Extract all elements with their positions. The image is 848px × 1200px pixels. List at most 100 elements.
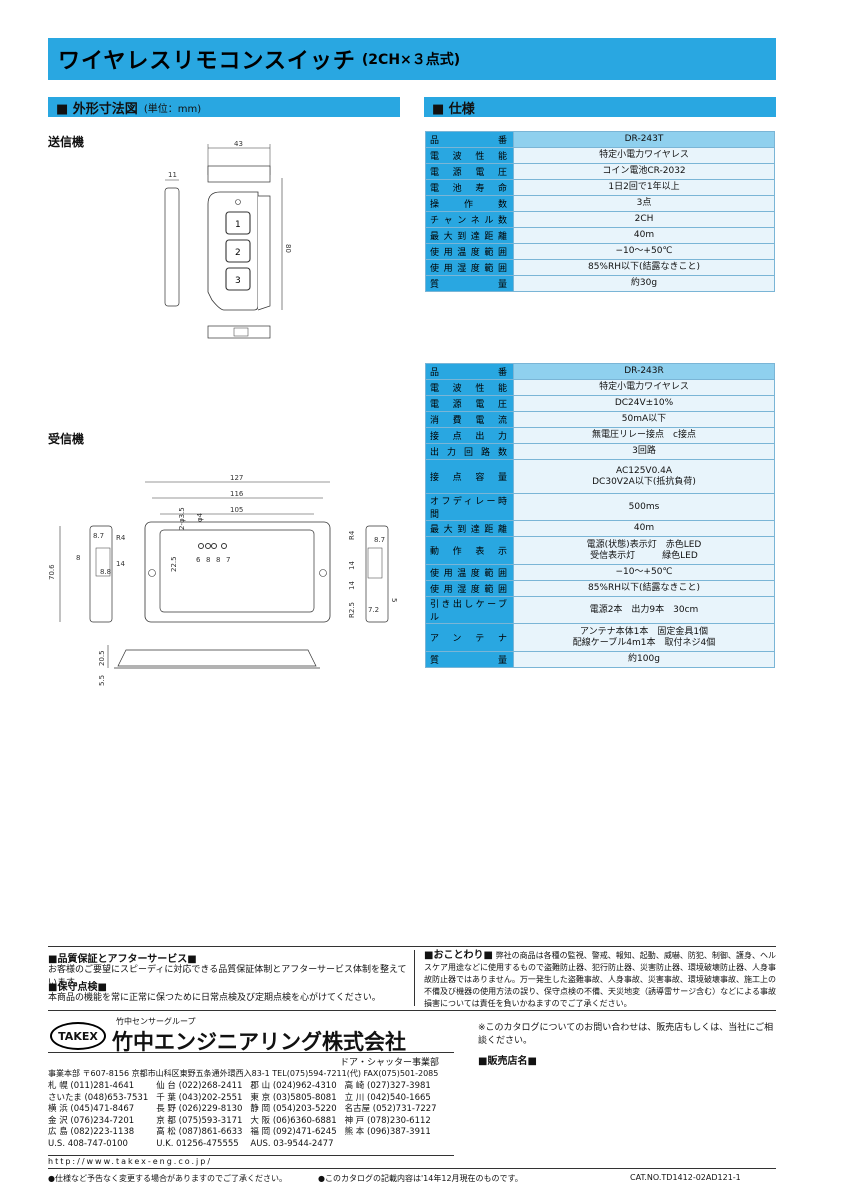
spec-key: 出力回路数 xyxy=(425,443,514,460)
contact-cell: 京 都 (075)593-3171 xyxy=(156,1115,243,1126)
spec-value: DC24V±10% xyxy=(513,395,775,412)
notice-title: ■おことわり■ xyxy=(424,950,493,961)
spec-value-line: 無電圧リレー接点 c接点 xyxy=(592,430,696,440)
spec-value: アンテナ本体1本 固定金具1個配線ケーブル4m1本 取付ネジ4個 xyxy=(513,623,775,652)
spec-key: 最大到達距離 xyxy=(425,520,514,537)
spec-value-line: 50mA以下 xyxy=(621,414,667,424)
svg-text:R4: R4 xyxy=(116,534,126,542)
spec-value-line: DR-243T xyxy=(624,134,664,144)
svg-text:8.8: 8.8 xyxy=(100,568,111,576)
svg-text:22.5: 22.5 xyxy=(170,556,178,572)
transmitter-label: 送信機 xyxy=(48,135,85,149)
contact-cell: 横 浜 (045)471-8467 xyxy=(48,1104,135,1114)
spec-key: 電源電圧 xyxy=(425,395,514,412)
spec-value-line: コイン電池CR-2032 xyxy=(602,166,686,176)
spec-value-line: 受信表示灯 緑色LED xyxy=(590,550,698,561)
spec-value-line: 85%RH以下(結露なきこと) xyxy=(587,262,701,272)
contact-cell xyxy=(345,1139,445,1151)
svg-text:8.7: 8.7 xyxy=(93,532,104,540)
spec-value-line: AC125V0.4A xyxy=(615,465,673,476)
spec-value: 特定小電力ワイヤレス xyxy=(513,147,775,164)
dim-width: 43 xyxy=(234,140,243,148)
spec-value-line: 40m xyxy=(633,230,655,240)
spec-value-line: 特定小電力ワイヤレス xyxy=(599,150,689,160)
hq-address: 事業本部 〒607-8156 京都市山科区東野五条通外環西入83-1 TEL(0… xyxy=(48,1069,439,1078)
notice-text: 弊社の商品は各種の監視、警戒、報知、起動、威嚇、防犯、制御、護身、ヘルスケア用途… xyxy=(424,951,777,1008)
spec-key: 最大到達距離 xyxy=(425,227,514,244)
spec-key: 品番 xyxy=(425,363,514,380)
contact-cell: さいたま (048)653-7531 xyxy=(48,1092,149,1103)
spec-key: 使用湿度範囲 xyxy=(425,580,514,597)
spec-title: ■ 仕様 xyxy=(432,101,475,117)
spec-key: 質量 xyxy=(425,275,514,292)
transmitter-drawing: 43 11 1 2 3 80 xyxy=(164,140,292,339)
spec-key: 電波性能 xyxy=(425,147,514,164)
maint-text: 本商品の機能を常に正常に保つために日常点検及び定期点検を心がけてください。 xyxy=(48,993,381,1003)
spec-key: 引き出しケーブル xyxy=(425,596,514,624)
svg-text:5.5: 5.5 xyxy=(98,675,106,686)
svg-text:R2.5: R2.5 xyxy=(348,602,356,618)
notice-block: ■おことわり■ 弊社の商品は各種の監視、警戒、報知、起動、威嚇、防犯、制御、護身… xyxy=(424,950,776,1010)
spec-value: 2CH xyxy=(513,211,775,228)
svg-text:6: 6 xyxy=(196,556,201,564)
spec-value: 500ms xyxy=(513,493,775,521)
takex-logo: TAKEX xyxy=(50,1022,106,1050)
spec-value: DR-243R xyxy=(513,363,775,380)
group-name: 竹中センサーグループ xyxy=(116,1017,196,1026)
svg-text:127: 127 xyxy=(230,474,243,482)
spec-key: 使用湿度範囲 xyxy=(425,259,514,276)
contact-cell: 高 松 (087)861-6633 xyxy=(156,1127,243,1137)
note-spec-change: ●仕様など予告なく変更する場合がありますのでご了承ください。 xyxy=(48,1174,287,1183)
page-subtitle: (2CH×３点式) xyxy=(361,52,461,68)
spec-value: 約100g xyxy=(513,651,775,668)
spec-row: 電源電圧コイン電池CR-2032 xyxy=(425,163,775,180)
svg-text:φ4: φ4 xyxy=(196,512,204,522)
spec-value-line: 約100g xyxy=(628,654,660,664)
spec-value-line: DC30V2A以下(抵抗負荷) xyxy=(592,476,696,487)
spec-row: 電波性能 特定小電力ワイヤレス xyxy=(425,147,775,164)
spec-row: 使用温度範囲−10〜+50℃ xyxy=(425,564,775,581)
spec-value-line: 配線ケーブル4m1本 取付ネジ4個 xyxy=(572,637,716,648)
spec-section-header: ■ 仕様 xyxy=(424,97,776,117)
spec-key: オフディレー時間 xyxy=(425,493,514,521)
contact-cell: 神 戸 (078)230-6112 xyxy=(344,1115,431,1126)
svg-text:105: 105 xyxy=(230,506,243,514)
spec-value-line: 電源2本 出力9本 30cm xyxy=(589,604,699,615)
spec-key: 接点容量 xyxy=(425,459,514,494)
contact-cell: 長 野 (026)229-8130 xyxy=(156,1104,243,1114)
spec-value: 無電圧リレー接点 c接点 xyxy=(513,427,775,444)
spec-key: 使用温度範囲 xyxy=(425,243,514,260)
svg-text:5: 5 xyxy=(390,598,398,602)
receiver-label: 受信機 xyxy=(48,432,85,446)
spec-row: 質量約30g xyxy=(425,275,775,292)
svg-text:8: 8 xyxy=(76,554,80,562)
dim-height: 80 xyxy=(284,244,292,253)
spec-value-line: DC24V±10% xyxy=(614,398,674,408)
website-link[interactable]: http://www.takex-eng.co.jp/ xyxy=(48,1157,213,1166)
quality-title: ■品質保証とアフターサービス■ xyxy=(48,953,197,965)
contact-cell: 熊 本 (096)387-3911 xyxy=(344,1127,431,1137)
spec-value: 50mA以下 xyxy=(513,411,775,428)
spec-row: 電波性能特定小電力ワイヤレス xyxy=(425,379,775,396)
dimensions-unit: (単位：mm) xyxy=(143,103,202,115)
contact-cell: 立 川 (042)540-1665 xyxy=(344,1092,431,1103)
spec-value: 85%RH以下(結露なきこと) xyxy=(513,580,775,597)
spec-key: 質量 xyxy=(425,651,514,668)
dimensions-section-header: ■ 外形寸法図 (単位：mm) xyxy=(48,97,400,117)
spec-value-line: −10〜+50℃ xyxy=(615,567,673,577)
svg-text:20.5: 20.5 xyxy=(98,650,106,666)
svg-text:116: 116 xyxy=(230,490,244,498)
title-bar: ワイヤレスリモコンスイッチ (2CH×３点式) xyxy=(48,38,776,80)
svg-text:R4: R4 xyxy=(348,530,356,540)
company-name: 竹中エンジニアリング株式会社 xyxy=(112,1030,406,1054)
